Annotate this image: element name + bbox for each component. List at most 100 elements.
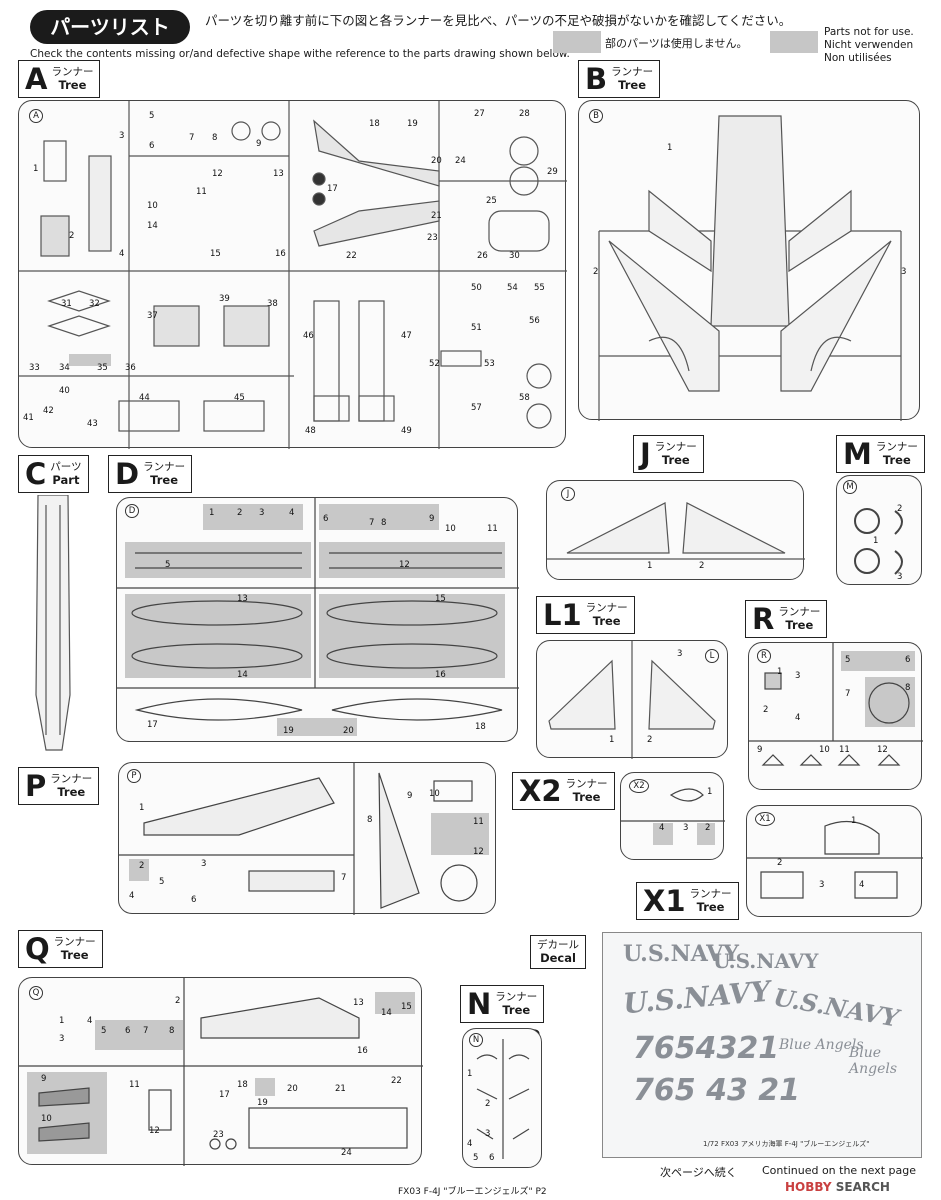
- tag-letter: R: [752, 602, 775, 636]
- part-number: 6: [125, 1026, 131, 1036]
- tag-en: Part: [52, 473, 80, 487]
- tag-letter: B: [585, 62, 608, 96]
- part-number: 10: [429, 789, 440, 799]
- runner-id-badge: X2: [629, 779, 649, 793]
- part-number: 11: [487, 524, 498, 534]
- tag-en: Tree: [57, 785, 86, 799]
- part-number: 7: [845, 689, 851, 699]
- part-number: 37: [147, 311, 158, 321]
- tag-letter: A: [25, 62, 48, 96]
- tag-letter: M: [843, 437, 872, 471]
- part-number: 6: [191, 895, 197, 905]
- decal-navy-4: U.S.NAVY: [771, 982, 902, 1033]
- part-number: 15: [401, 1002, 412, 1012]
- decal-numbers-top: 7654321: [633, 1031, 780, 1066]
- runner-N-drawing: [476, 1039, 530, 1159]
- legend-de-line: Nicht verwenden: [824, 39, 914, 51]
- part-number: 9: [429, 514, 435, 524]
- part-number: 8: [367, 815, 373, 825]
- part-number: 1: [59, 1016, 65, 1026]
- legend-swatch-jp: [553, 31, 601, 53]
- part-number: 2: [699, 561, 705, 571]
- not-used-area: [129, 859, 149, 881]
- not-used-area: [319, 542, 505, 578]
- jp-instruction: パーツを切り離す前に下の図と各ランナーを見比べ、パーツの不足や破損がないかを確認…: [205, 13, 792, 28]
- runner-X2: X2 1 2 3 4: [620, 772, 725, 860]
- part-number: 4: [289, 508, 295, 518]
- part-number: 13: [353, 998, 364, 1008]
- runner-id-badge: P: [127, 769, 141, 783]
- not-used-area: [95, 1020, 183, 1050]
- tag-jp: ランナー: [689, 888, 732, 900]
- not-used-area: [255, 1078, 275, 1096]
- runner-id-badge: L: [705, 649, 719, 663]
- part-number: 58: [519, 393, 530, 403]
- part-number: 4: [467, 1139, 473, 1149]
- tag-letter: N: [467, 987, 492, 1021]
- part-number: 2: [647, 735, 653, 745]
- continued-jp: 次ページへ続く: [660, 1166, 737, 1179]
- part-number: 7: [341, 873, 347, 883]
- part-number: 3: [119, 131, 125, 141]
- part-number: 50: [471, 283, 482, 293]
- tag-jp: ランナー: [565, 778, 608, 790]
- part-number: 9: [407, 791, 413, 801]
- runner-D: D 1 2 3 4 5 6 7 8 9 10 11 12 13 14 15 16…: [116, 497, 519, 742]
- part-number: 7: [189, 133, 195, 143]
- part-number: 20: [431, 156, 442, 166]
- decal-script-2: Blue Angels: [849, 1045, 898, 1077]
- runner-id-badge: N: [469, 1033, 483, 1047]
- part-number: 5: [159, 877, 165, 887]
- tag-letter: J: [640, 437, 651, 471]
- part-number: 2: [175, 996, 181, 1006]
- decal-sheet: U.S.NAVY U.S.NAVY U.S.NAVY U.S.NAVY 7654…: [602, 932, 922, 1158]
- part-number: 8: [905, 683, 911, 693]
- part-number: 10: [147, 201, 158, 211]
- part-number: 1: [873, 536, 879, 546]
- part-number: 22: [346, 251, 357, 261]
- part-number: 8: [381, 518, 387, 528]
- part-number: 1: [467, 1069, 473, 1079]
- runner-M-drawing: [854, 508, 903, 575]
- tag-jp: ランナー: [778, 606, 821, 618]
- part-number: 43: [87, 419, 98, 429]
- part-number: 3: [485, 1129, 491, 1139]
- part-number: 18: [475, 722, 486, 732]
- tag-en: Decal: [540, 951, 576, 965]
- part-number: 6: [323, 514, 329, 524]
- part-number: 4: [119, 249, 125, 259]
- runner-B: B 1 2 3: [578, 100, 920, 421]
- part-number: 5: [845, 655, 851, 665]
- part-number: 14: [147, 221, 158, 231]
- not-used-area: [277, 718, 357, 736]
- part-number: 12: [149, 1126, 160, 1136]
- tag-en: Tree: [150, 473, 178, 487]
- part-number: 45: [234, 393, 245, 403]
- decal-caption: 1/72 FX03 アメリカ海軍 F-4J "ブルーエンジェルズ": [703, 1140, 870, 1148]
- part-number: 1: [707, 787, 713, 797]
- part-number: 21: [431, 211, 442, 221]
- part-number: 18: [237, 1080, 248, 1090]
- part-number: 13: [273, 169, 284, 179]
- part-number: 8: [169, 1026, 175, 1036]
- part-number: 18: [369, 119, 380, 129]
- tag-jp: ランナー: [50, 773, 93, 785]
- part-number: 2: [897, 504, 903, 514]
- part-number: 14: [381, 1008, 392, 1018]
- hobby-search-watermark: HOBBY SEARCH: [785, 1180, 890, 1194]
- legend-en-text: Parts not for use. Nicht verwenden Non u…: [824, 26, 914, 65]
- runner-L1: L 1 2 3: [536, 640, 728, 759]
- part-number: 1: [851, 816, 857, 826]
- runner-A: A 1 2 3 4 5 6 7 8 9 1: [18, 100, 567, 449]
- part-number: 31: [61, 299, 72, 309]
- tag-letter: C: [25, 457, 47, 491]
- part-number: 9: [41, 1074, 47, 1084]
- legend-jp-text: 部のパーツは使用しません。: [605, 37, 748, 50]
- runner-X1-drawing: [747, 820, 923, 899]
- part-number: 44: [139, 393, 150, 403]
